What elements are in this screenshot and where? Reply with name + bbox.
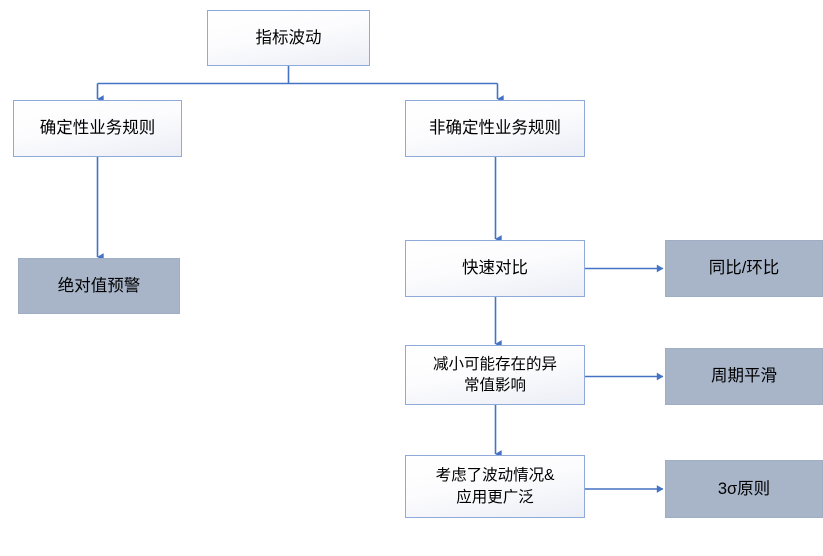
node-absolute-value-alert-label: 绝对值预警: [57, 276, 141, 295]
node-consider-volatility-label: 考虑了波动情况& 应用更广泛: [435, 467, 555, 506]
node-non-deterministic-rule-label: 非确定性业务规则: [429, 119, 561, 138]
node-cycle-smoothing-label: 周期平滑: [711, 367, 777, 386]
node-absolute-value-alert[interactable]: 绝对值预警: [18, 258, 180, 314]
node-root-label: 指标波动: [255, 28, 322, 47]
node-quick-compare[interactable]: 快速对比: [405, 240, 585, 297]
node-quick-compare-label: 快速对比: [462, 259, 528, 278]
node-three-sigma-rule-label: 3σ原则: [717, 479, 771, 498]
node-root[interactable]: 指标波动: [207, 10, 370, 66]
node-consider-volatility[interactable]: 考虑了波动情况& 应用更广泛: [405, 455, 585, 518]
node-non-deterministic-rule[interactable]: 非确定性业务规则: [405, 100, 585, 157]
node-cycle-smoothing[interactable]: 周期平滑: [665, 348, 823, 405]
node-yoy-mom[interactable]: 同比/环比: [665, 240, 823, 297]
node-yoy-mom-label: 同比/环比: [708, 259, 780, 278]
node-deterministic-rule-label: 确定性业务规则: [39, 119, 156, 138]
node-reduce-outlier-impact[interactable]: 减小可能存在的异 常值影响: [405, 345, 585, 405]
node-three-sigma-rule[interactable]: 3σ原则: [665, 460, 823, 518]
node-reduce-outlier-impact-label: 减小可能存在的异 常值影响: [432, 355, 557, 394]
node-deterministic-rule[interactable]: 确定性业务规则: [13, 100, 182, 157]
